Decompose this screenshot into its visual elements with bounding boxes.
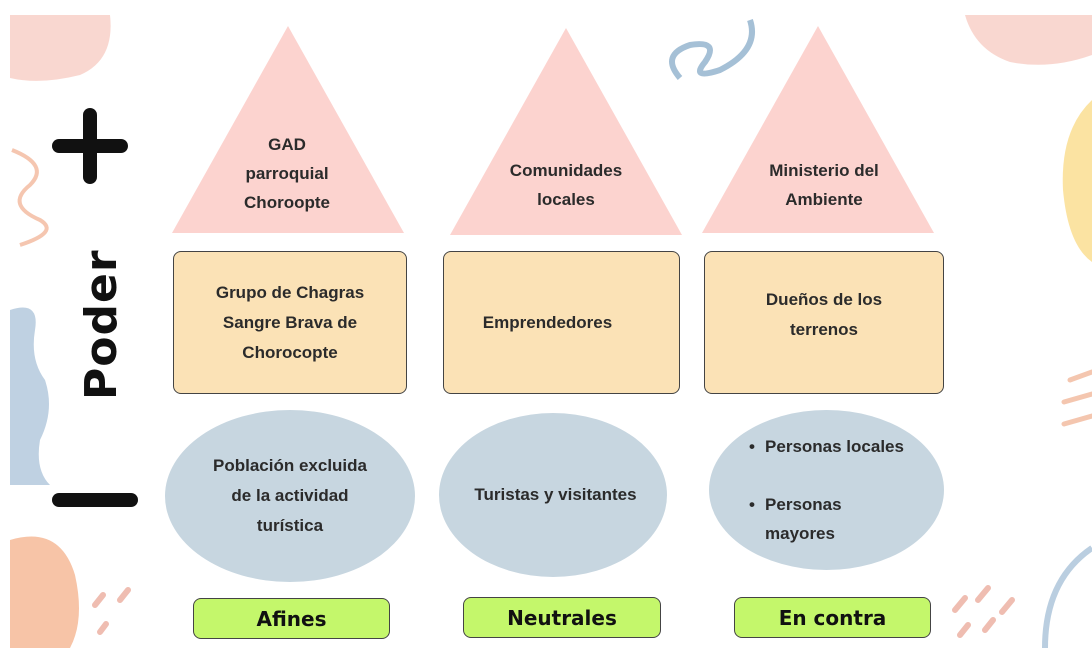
triangle-label: Ministerio del Ambiente	[769, 161, 879, 209]
blue-arc-bottom-right	[1042, 545, 1092, 648]
category-label-afines: Afines	[193, 598, 390, 639]
blue-squiggle-top	[669, 19, 755, 80]
yellow-blob-right	[1062, 100, 1092, 262]
category-label-neutrales: Neutrales	[463, 597, 661, 638]
category-label-en-contra: En contra	[734, 597, 931, 638]
stakeholder-box: Grupo de Chagras Sangre Brava de Choroco…	[173, 251, 407, 394]
triangle-shape	[172, 26, 404, 233]
ellipse-label: Turistas y visitantes	[474, 485, 637, 504]
pink-dots-bottom-right	[952, 585, 1015, 638]
orange-stripes-right	[1061, 369, 1092, 427]
box-label: Emprendedores	[482, 312, 613, 332]
bullet-item: Personas mayores	[749, 490, 904, 548]
stakeholder-ellipse: Personas locales Personas mayores	[709, 410, 944, 570]
minus-icon	[52, 493, 138, 507]
triangle-shape	[450, 28, 682, 235]
stakeholder-ellipse: Turistas y visitantes	[439, 413, 667, 577]
triangle-label: Comunidades locales	[509, 161, 623, 209]
pink-blob-top-left	[10, 15, 111, 81]
plus-icon	[52, 108, 128, 184]
box-label: Grupo de Chagras Sangre Brava de Choroco…	[215, 282, 365, 362]
power-axis-label: Poder	[76, 249, 127, 400]
pink-blob-top-right	[965, 15, 1092, 65]
ellipse-bullet-list: Personas locales Personas mayores	[749, 403, 904, 577]
ellipse-label: Población excluida de la actividad turís…	[213, 456, 367, 535]
triangle-label: GAD parroquial Choroopte	[244, 135, 330, 212]
box-label: Dueños de los terrenos	[765, 289, 883, 339]
orange-blob-bottom-left	[10, 536, 79, 648]
pink-dots-bottom-left	[92, 587, 131, 635]
stakeholder-box: Emprendedores	[443, 251, 680, 394]
triangle-shape	[702, 26, 934, 233]
orange-swirl-left	[11, 148, 49, 247]
blue-wave-left	[10, 307, 50, 485]
stakeholder-box: Dueños de los terrenos	[704, 251, 944, 394]
bullet-item: Personas locales	[749, 432, 904, 461]
stakeholder-ellipse: Población excluida de la actividad turís…	[165, 410, 415, 582]
